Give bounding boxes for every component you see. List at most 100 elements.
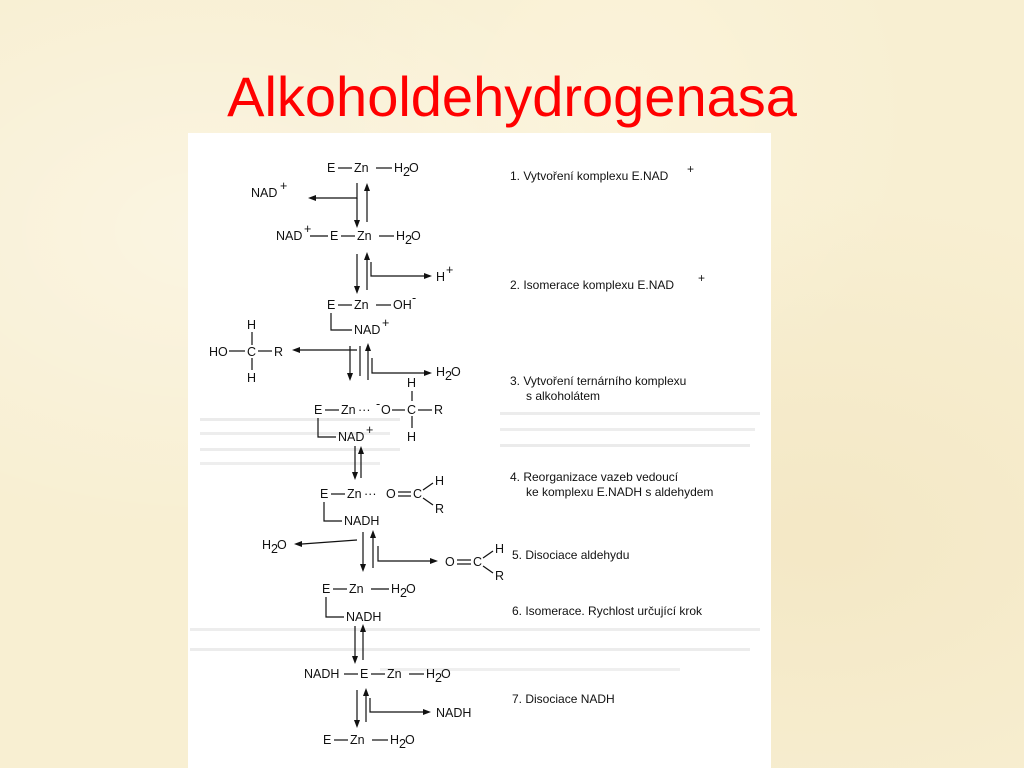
water-label: H xyxy=(394,161,403,175)
aldehyde-product: O C H R xyxy=(445,542,504,583)
svg-text:E: E xyxy=(327,298,335,312)
svg-text:H: H xyxy=(247,318,256,332)
svg-text:H: H xyxy=(262,538,271,552)
svg-text:2: 2 xyxy=(400,586,407,600)
svg-text:OH: OH xyxy=(393,298,412,312)
svg-text:E: E xyxy=(314,403,322,417)
step-1-label: 1. Vytvoření komplexu E.NAD xyxy=(510,169,669,183)
water-reagent-2: H 2 O xyxy=(262,538,287,556)
svg-text:Zn: Zn xyxy=(354,298,369,312)
svg-text:2: 2 xyxy=(435,671,442,685)
water-product-1: H 2 O xyxy=(436,365,461,383)
step-4-label: 4. Reorganizace vazeb vedoucí xyxy=(510,470,679,484)
svg-text:C: C xyxy=(413,487,422,501)
scan-bleed-text xyxy=(190,412,760,671)
svg-text:···: ··· xyxy=(364,487,377,501)
zinc-label: Zn xyxy=(354,161,369,175)
svg-text:2: 2 xyxy=(271,542,278,556)
svg-text:H: H xyxy=(407,376,416,390)
svg-text:O: O xyxy=(381,403,391,417)
svg-text:H: H xyxy=(436,365,445,379)
svg-text:R: R xyxy=(495,569,504,583)
svg-text:H: H xyxy=(391,582,400,596)
svg-text:H: H xyxy=(396,229,405,243)
svg-text:H: H xyxy=(495,542,504,556)
svg-text:E: E xyxy=(322,582,330,596)
svg-text:R: R xyxy=(434,403,443,417)
svg-text:-: - xyxy=(376,397,380,411)
svg-text:H: H xyxy=(435,474,444,488)
ternary-complex-alkoxide: E Zn ··· - O H C R H NAD + xyxy=(314,376,443,444)
complex-row-2: NAD + E Zn H 2 O xyxy=(276,222,421,247)
step-6-label: 6. Isomerace. Rychlost určující krok xyxy=(512,604,703,618)
svg-text:2: 2 xyxy=(445,369,452,383)
proton-product: H + xyxy=(436,263,453,284)
step-3-label: 3. Vytvoření ternárního komplexu xyxy=(510,374,686,388)
svg-text:Zn: Zn xyxy=(387,667,402,681)
svg-text:Zn: Zn xyxy=(350,733,365,747)
svg-text:NAD: NAD xyxy=(251,186,277,200)
svg-text:NAD: NAD xyxy=(354,323,380,337)
svg-text:Zn: Zn xyxy=(349,582,364,596)
svg-text:O: O xyxy=(411,229,421,243)
svg-text:+: + xyxy=(304,222,311,236)
step-5-label: 5. Disociace aldehydu xyxy=(512,548,629,562)
svg-text:Zn: Zn xyxy=(357,229,372,243)
svg-text:O: O xyxy=(445,555,455,569)
svg-text:O: O xyxy=(451,365,461,379)
step-3-label-line2: s alkoholátem xyxy=(526,389,600,403)
step-4-label-line2: ke komplexu E.NADH s aldehydem xyxy=(526,485,713,499)
svg-text:C: C xyxy=(247,345,256,359)
svg-text:E: E xyxy=(323,733,331,747)
slide-title: Alkoholdehydrogenasa xyxy=(227,65,797,128)
svg-text:H: H xyxy=(426,667,435,681)
svg-text:E: E xyxy=(360,667,368,681)
svg-text:Zn: Zn xyxy=(341,403,356,417)
svg-text:H: H xyxy=(247,371,256,385)
svg-text:H: H xyxy=(436,270,445,284)
svg-text:NADH: NADH xyxy=(304,667,339,681)
svg-text:H: H xyxy=(390,733,399,747)
svg-text:O: O xyxy=(441,667,451,681)
step-7-label: 7. Disociace NADH xyxy=(512,692,615,706)
svg-text:+: + xyxy=(446,263,453,277)
svg-text:R: R xyxy=(274,345,283,359)
svg-text:O: O xyxy=(405,733,415,747)
step-2-label: 2. Isomerace komplexu E.NAD xyxy=(510,278,674,292)
svg-text:E: E xyxy=(330,229,338,243)
svg-text:NAD: NAD xyxy=(276,229,302,243)
ternary-complex-aldehyde: E Zn ··· O C H R NADH xyxy=(320,474,444,528)
svg-text:O: O xyxy=(277,538,287,552)
nad-reagent-1: NAD + xyxy=(251,179,287,200)
complex-row-1: E Zn H 2 O xyxy=(327,161,419,179)
svg-text:···: ··· xyxy=(358,403,371,417)
enzyme-label: E xyxy=(327,161,335,175)
svg-text:R: R xyxy=(435,502,444,516)
svg-text:NADH: NADH xyxy=(346,610,381,624)
svg-text:+: + xyxy=(687,162,694,176)
svg-text:O: O xyxy=(386,487,396,501)
svg-text:2: 2 xyxy=(405,233,412,247)
svg-text:-: - xyxy=(412,291,416,305)
svg-text:NAD: NAD xyxy=(338,430,364,444)
svg-text:H: H xyxy=(407,430,416,444)
complex-row-8: E Zn H 2 O xyxy=(323,733,415,751)
svg-text:O: O xyxy=(409,161,419,175)
complex-row-7: NADH E Zn H 2 O xyxy=(304,667,451,685)
svg-text:NADH: NADH xyxy=(344,514,379,528)
svg-text:C: C xyxy=(407,403,416,417)
svg-text:HO: HO xyxy=(209,345,228,359)
svg-text:2: 2 xyxy=(399,737,406,751)
nadh-product: NADH xyxy=(436,706,471,720)
complex-row-6: E Zn H 2 O NADH xyxy=(322,582,416,624)
alcohol-reagent: H HO C R H xyxy=(209,318,283,385)
svg-text:2: 2 xyxy=(403,165,410,179)
svg-text:Zn: Zn xyxy=(347,487,362,501)
svg-text:+: + xyxy=(382,316,389,330)
complex-row-3: E Zn OH - NAD + xyxy=(327,291,416,337)
svg-text:E: E xyxy=(320,487,328,501)
svg-text:+: + xyxy=(366,423,373,437)
svg-text:C: C xyxy=(473,555,482,569)
svg-text:+: + xyxy=(280,179,287,193)
